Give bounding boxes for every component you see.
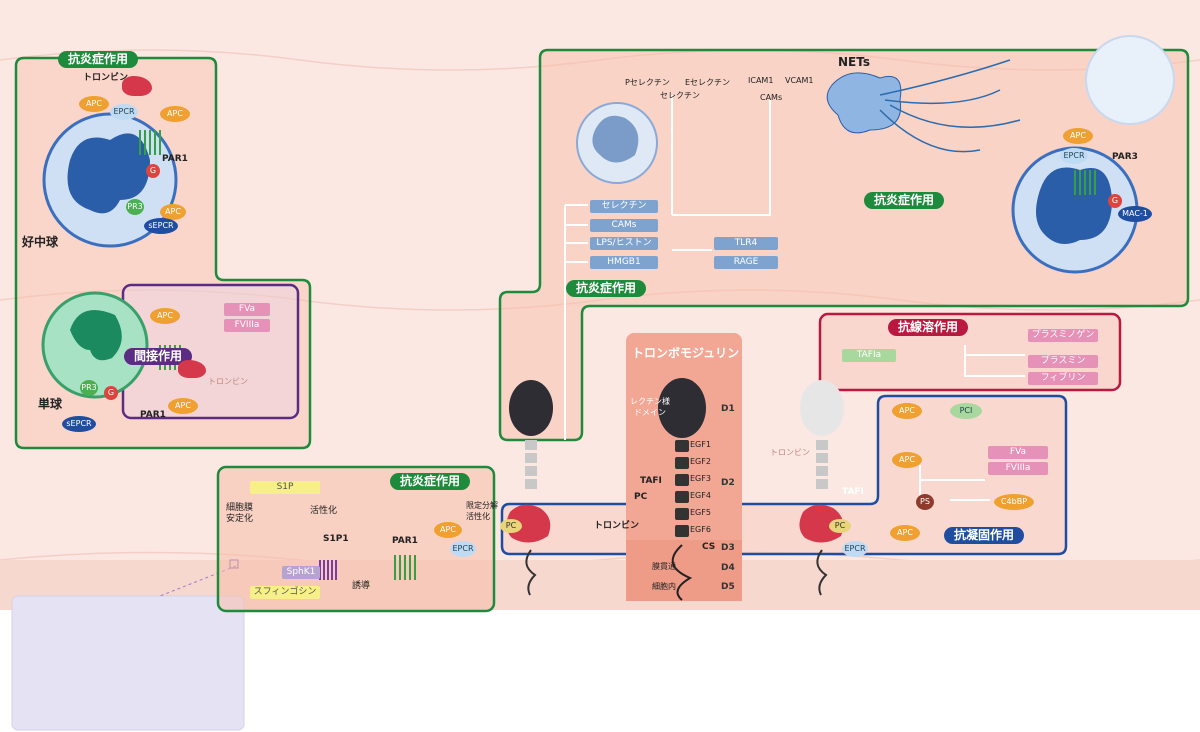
apc-oval-5: APC	[150, 308, 180, 324]
vcam1-label: VCAM1	[785, 76, 814, 85]
thrombin-faded-label-2: トロンビン	[770, 448, 810, 457]
g-protein: G	[146, 164, 160, 178]
apc-oval-4: APC	[168, 398, 198, 414]
tag-hmgb1: HMGB1	[590, 256, 658, 269]
fibrin-tag: フィブリン	[1028, 372, 1098, 385]
d4-label: D4	[721, 563, 735, 573]
fviiia-tag: FVIIIa	[224, 319, 270, 332]
d3-label: D3	[721, 543, 735, 553]
par1-label-2: PAR1	[140, 410, 166, 420]
s1p1-label: S1P1	[323, 534, 349, 544]
transmembrane-label: 膜貫通	[652, 562, 676, 571]
sepcr-oval: sEPCR	[144, 218, 178, 234]
thrombin-faded-label: トロンビン	[208, 377, 248, 386]
plasminogen-tag: プラスミノゲン	[1028, 329, 1098, 342]
tag-rage: RAGE	[714, 256, 778, 269]
fva-tag: FVa	[224, 303, 270, 316]
epcr-oval-3: EPCR	[1060, 148, 1088, 164]
nets-label: NETs	[838, 55, 870, 69]
selectin-label: セレクチン	[660, 91, 700, 100]
indirect-header: 間接作用	[124, 348, 193, 365]
lectin-domain-label: レクチン様 ドメイン	[630, 397, 670, 417]
pr3-badge: PR3	[126, 199, 144, 215]
epcr-oval-4: EPCR	[842, 541, 868, 557]
thrombin-shape	[122, 76, 152, 96]
apc-oval-8: APC	[892, 403, 922, 419]
anticoag-header: 抗凝固作用	[944, 527, 1025, 544]
par1-label-3: PAR1	[392, 536, 418, 546]
egf1-label: EGF1	[690, 440, 711, 449]
activation-label: 活性化	[310, 506, 338, 516]
sphk1-tag: SphK1	[282, 566, 320, 579]
g-protein-3: G	[1108, 194, 1122, 208]
egf3-label: EGF3	[690, 474, 711, 483]
monocyte-label: 単球	[38, 397, 63, 411]
d5-label: D5	[721, 582, 735, 592]
p-selectin-label: Pセレクチン	[625, 78, 670, 87]
fibrinolysis-header: 抗線溶作用	[888, 319, 969, 336]
induction-label: 誘導	[352, 581, 371, 591]
d1-label: D1	[721, 404, 735, 414]
tag-tlr4: TLR4	[714, 237, 778, 250]
tag-selectin: セレクチン	[590, 200, 658, 213]
top-right-header: 抗炎症作用	[864, 192, 945, 209]
egf4-label: EGF4	[690, 491, 711, 500]
s1p-panel-header: 抗炎症作用	[390, 473, 471, 490]
egf2-label: EGF2	[690, 457, 711, 466]
tag-cams: CAMs	[590, 219, 658, 232]
d2-label: D2	[721, 478, 735, 488]
plasmin-tag: プラスミン	[1028, 355, 1098, 368]
tafi-label-2: TAFI	[842, 487, 864, 497]
apc-oval-10: APC	[890, 525, 920, 541]
egf5-label: EGF5	[690, 508, 711, 517]
e-selectin-label: Eセレクチン	[685, 78, 731, 87]
cs-label: CS	[702, 542, 716, 552]
cams-label: CAMs	[760, 93, 783, 102]
pc-label: PC	[634, 492, 648, 502]
neutrophil-label: 好中球	[22, 235, 59, 249]
par3-label: PAR3	[1112, 152, 1138, 162]
g-protein-2: G	[104, 386, 118, 400]
thrombin-shape-2	[178, 360, 206, 378]
left-panel-header: 抗炎症作用	[58, 51, 139, 68]
tafi-label: TAFI	[640, 476, 662, 486]
apc-oval-2: APC	[160, 106, 190, 122]
epcr-oval: EPCR	[110, 104, 138, 120]
limited-activation-label: 限定分解 活性化	[466, 501, 498, 521]
egf6-label: EGF6	[690, 525, 711, 534]
thrombin-label: トロンビン	[83, 73, 129, 83]
c4bbp-oval: C4bBP	[994, 494, 1034, 510]
tag-lps-histone: LPS/ヒストン	[590, 237, 658, 250]
tafia-tag: TAFIa	[842, 349, 896, 362]
intracellular-label: 細胞内	[652, 582, 676, 591]
icam1-label: ICAM1	[748, 76, 774, 85]
apc-oval-3: APC	[160, 204, 186, 220]
apc-oval-9: APC	[892, 452, 922, 468]
epcr-oval-2: EPCR	[450, 541, 476, 557]
pc-oval: PC	[500, 519, 522, 533]
tm-thrombin-label: トロンビン	[594, 521, 640, 531]
ps-oval: PS	[916, 494, 934, 510]
pc-oval-2: PC	[829, 519, 851, 533]
mac1-oval: MAC-1	[1118, 206, 1152, 222]
sphingosine-tag: スフィンゴシン	[250, 586, 320, 599]
apc-oval: APC	[79, 96, 109, 112]
pci-oval: PCI	[950, 403, 982, 419]
fva-tag-2: FVa	[988, 446, 1048, 459]
s1p-tag: S1P	[250, 481, 320, 494]
apc-oval-6: APC	[434, 522, 462, 538]
sepcr-oval-2: sEPCR	[62, 416, 96, 432]
top-right-header-2: 抗炎症作用	[566, 280, 647, 297]
thrombomodulin-title: トロンボモジュリン	[632, 346, 740, 360]
apc-oval-7: APC	[1063, 128, 1093, 144]
pr3-badge-2: PR3	[80, 380, 98, 396]
membrane-stabilization-label: 細胞膜 安定化	[226, 503, 254, 524]
fviiia-tag-2: FVIIIa	[988, 462, 1048, 475]
par1-label: PAR1	[162, 154, 188, 164]
